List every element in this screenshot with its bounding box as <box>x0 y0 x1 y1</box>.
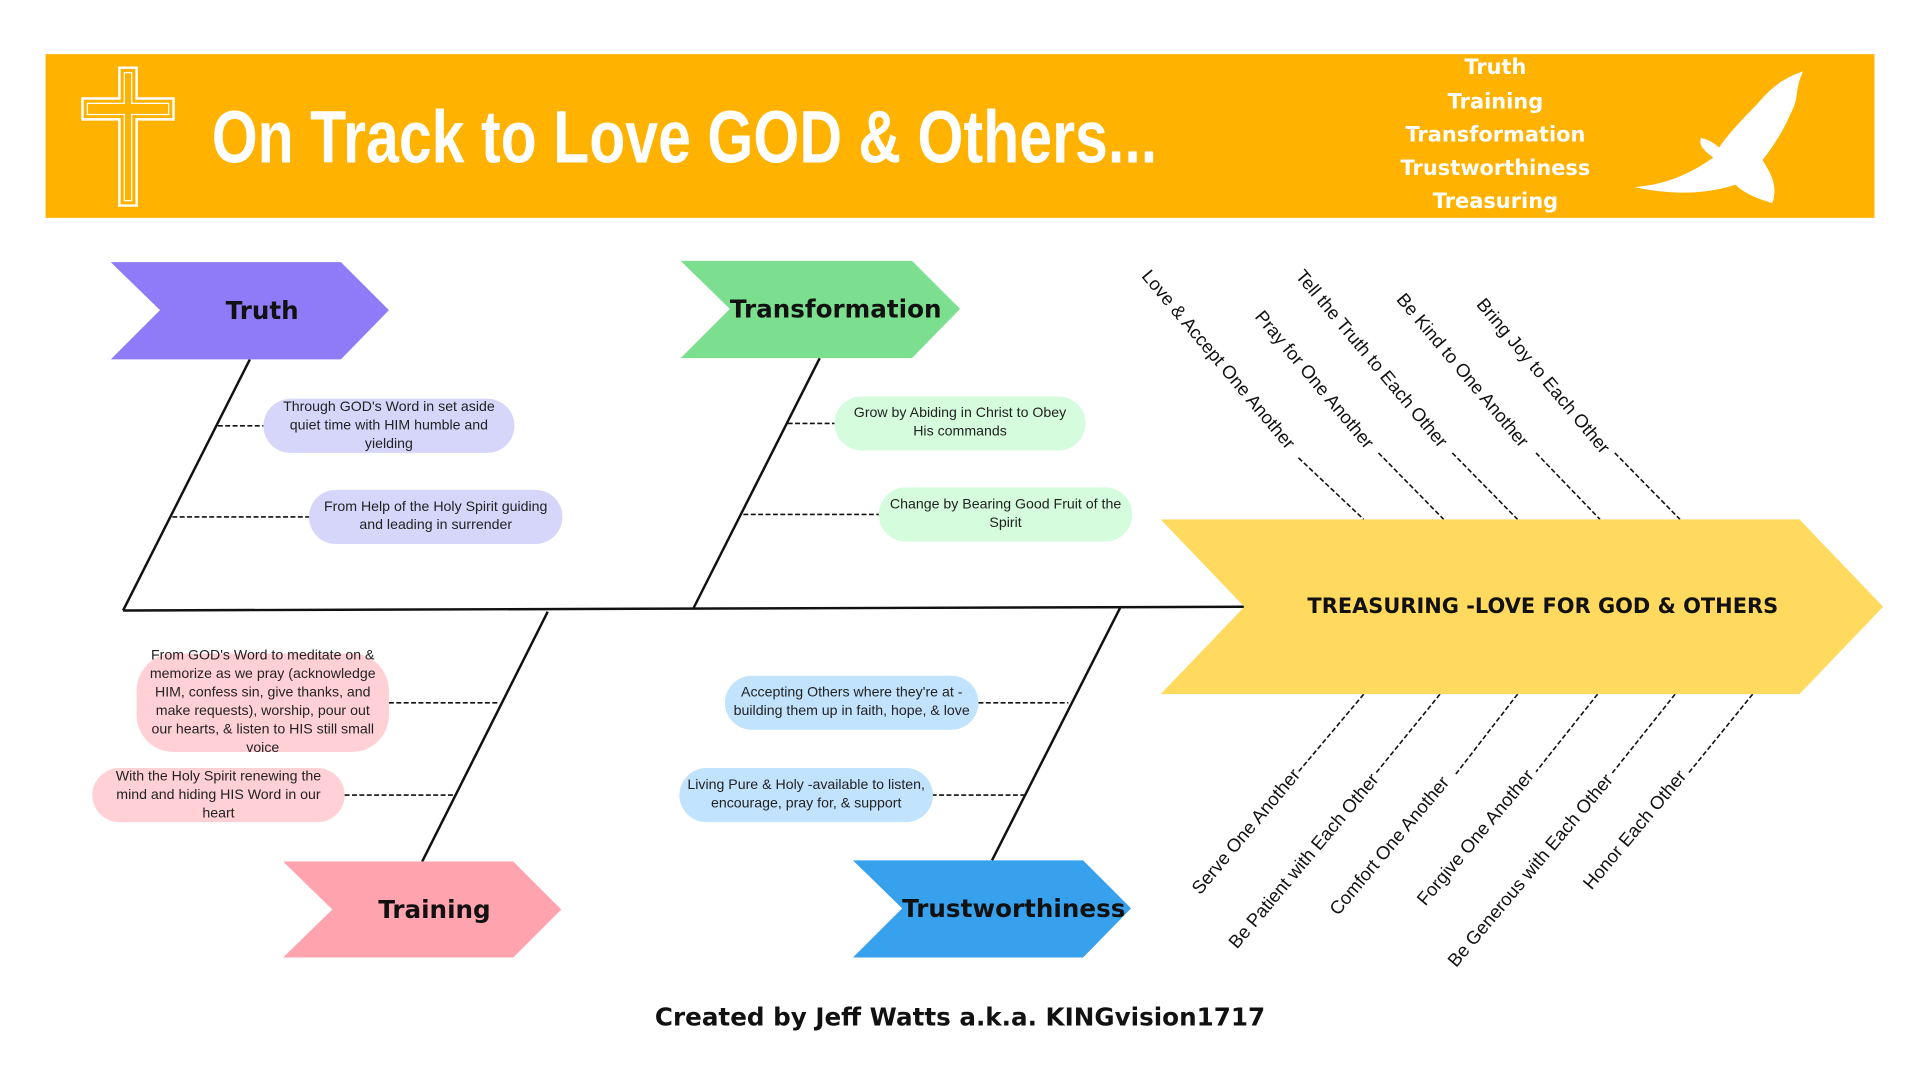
pillar-training: Training <box>1447 89 1544 115</box>
cause-connectors <box>172 422 1754 796</box>
pillar-truth: Truth <box>1464 55 1527 81</box>
training-cause-2: With the Holy Spirit renewing the mind a… <box>92 768 345 823</box>
trustworthiness-arrow <box>852 860 1132 958</box>
category-transformation-label: Transformation <box>729 294 942 324</box>
transformation-arrow <box>680 260 961 359</box>
category-trustworthiness-label: Trustworthiness <box>902 893 1126 924</box>
truth-cause-2: From Help of the Holy Spirit guiding and… <box>308 489 563 545</box>
page-title: On Track to Love GOD & Others... <box>211 96 1158 179</box>
pillar-treasuring: Treasuring <box>1432 189 1559 215</box>
treasuring-head-arrow <box>1160 519 1884 695</box>
cross-icon <box>81 66 175 207</box>
credit-footer: Created by Jeff Watts a.k.a. KINGvision1… <box>654 1001 1266 1032</box>
eagle-icon <box>1634 71 1804 204</box>
trustworthiness-cause-1: Accepting Others where they're at - buil… <box>724 675 979 730</box>
pillar-transformation: Transformation <box>1405 123 1586 148</box>
fishbone-lines <box>121 357 1245 863</box>
training-arrow <box>283 861 562 958</box>
transformation-cause-1: Grow by Abiding in Christ to Obey His co… <box>834 396 1086 451</box>
head-label: TREASURING -LOVE FOR GOD & OTHERS <box>1307 594 1779 620</box>
category-truth-label: Truth <box>225 295 299 325</box>
truth-cause-1: Through GOD's Word in set aside quiet ti… <box>263 398 515 453</box>
training-cause-1: From GOD's Word to meditate on & memoriz… <box>136 649 389 756</box>
truth-arrow <box>110 262 389 360</box>
header-banner <box>45 54 1875 218</box>
category-training-label: Training <box>378 894 491 925</box>
trustworthiness-cause-2: Living Pure & Holy -available to listen,… <box>679 768 933 823</box>
transformation-cause-2: Change by Bearing Good Fruit of the Spir… <box>878 487 1133 542</box>
pillar-trustworthiness: Trustworthiness <box>1400 156 1591 181</box>
